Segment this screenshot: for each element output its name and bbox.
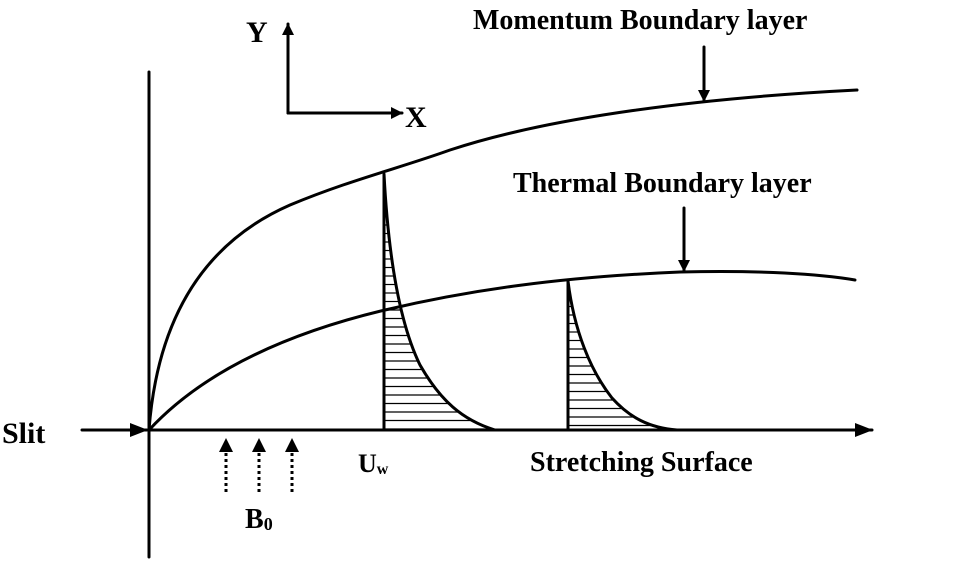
magnetic-field-label-subscript: 0: [264, 514, 273, 534]
slit-label: Slit: [2, 417, 45, 450]
velocity-label-subscript: w: [377, 461, 389, 478]
velocity-profile: [382, 172, 497, 432]
stretching-surface-label: Stretching Surface: [530, 447, 753, 478]
momentum-layer-label: Momentum Boundary layer: [473, 5, 807, 36]
coordinate-axes-icon: [282, 22, 404, 119]
magnetic-field-label-main: B: [245, 504, 264, 535]
thermal-layer-label: Thermal Boundary layer: [513, 168, 812, 199]
momentum-boundary-curve: [147, 88, 859, 432]
y-axis-label: Y: [246, 16, 268, 49]
temperature-profile: [566, 279, 679, 432]
magnetic-field-label: B0: [245, 504, 273, 535]
x-axis-label: X: [405, 101, 427, 134]
magnetic-field-arrows-icon: [219, 438, 299, 492]
velocity-label-main: U: [358, 449, 377, 478]
velocity-label: Uw: [358, 449, 389, 478]
thermal-boundary-curve: [147, 269, 857, 432]
